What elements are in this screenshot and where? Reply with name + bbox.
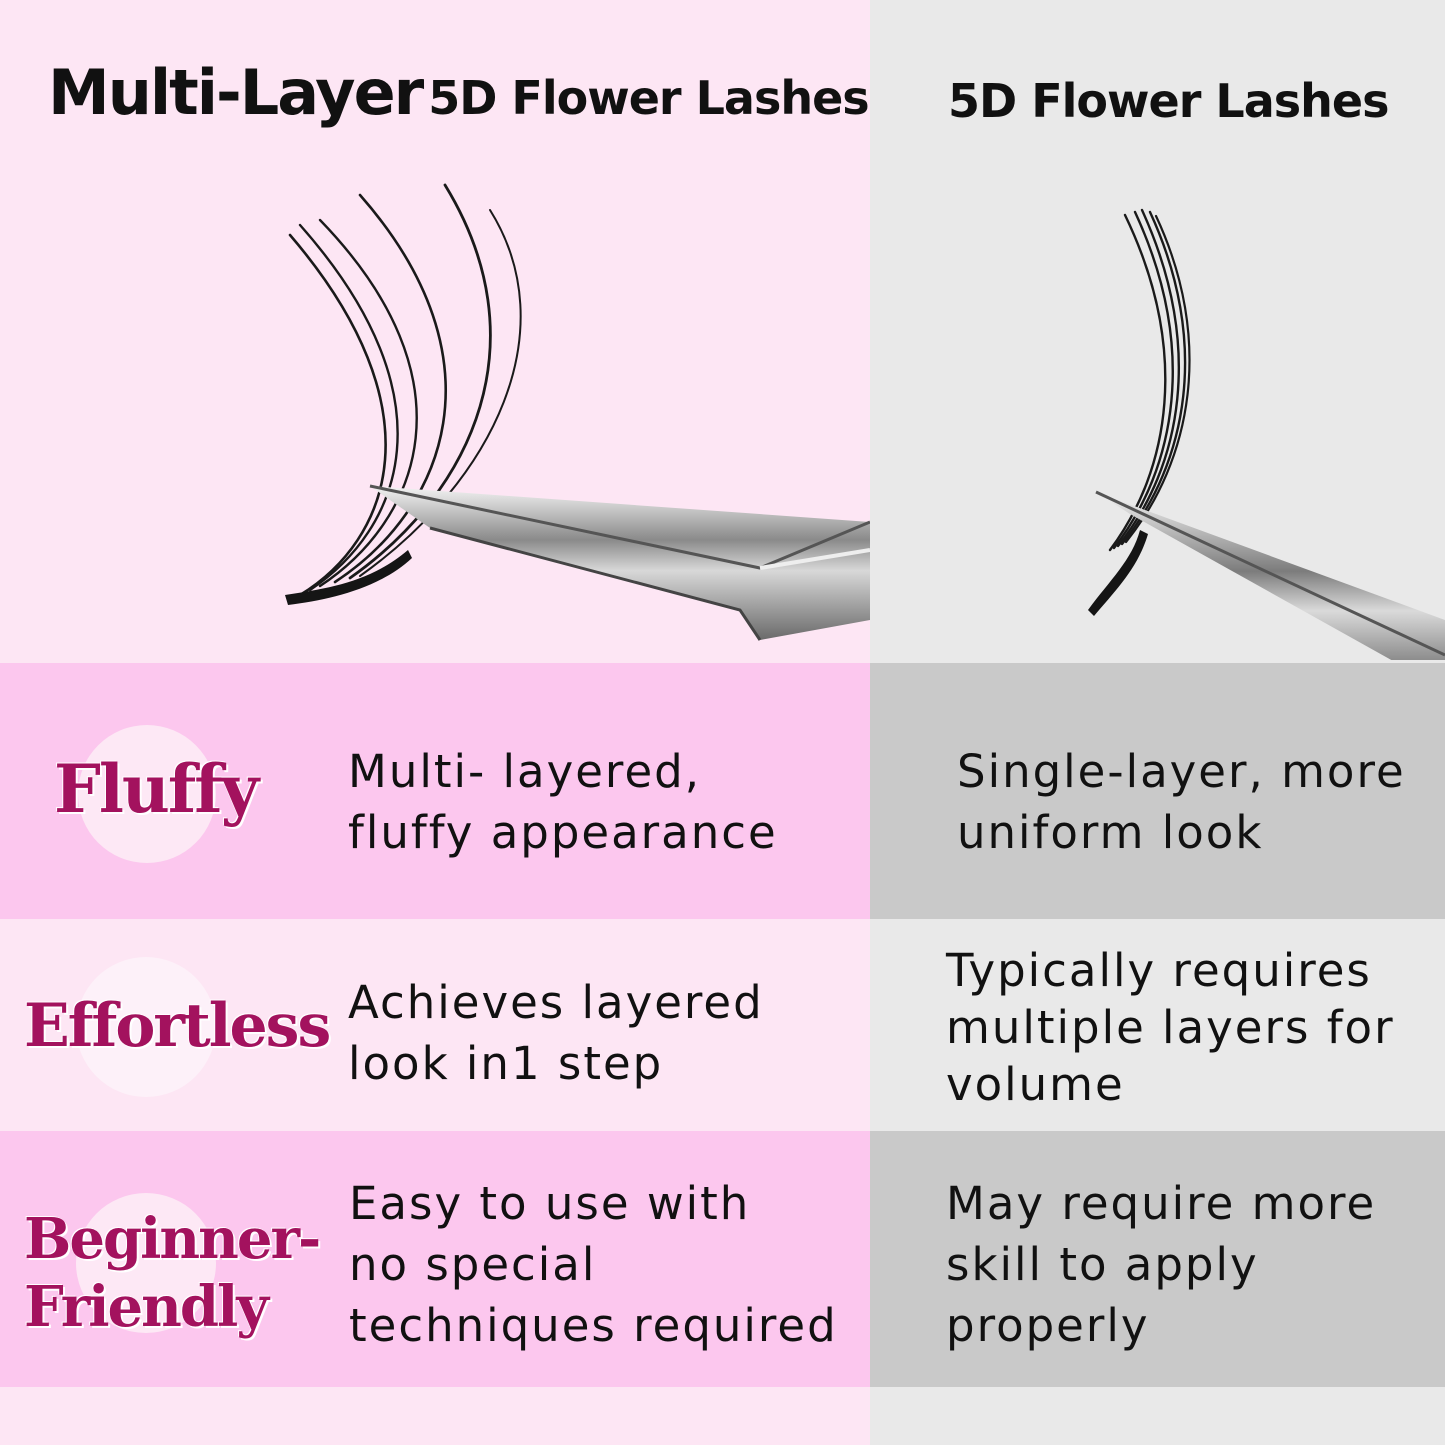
multi-layer-description: Multi- layered, fluffy appearance (348, 745, 778, 859)
feature-label: Effortless (24, 991, 331, 1061)
single-layer-lash-illustration (1088, 208, 1445, 660)
lash-base (1088, 530, 1148, 616)
comparison-row-beginner-friendly: Beginner- Friendly Easy to use with no s… (0, 1131, 1445, 1387)
lash-base (285, 550, 412, 605)
multi-layer-lash-illustration (285, 183, 870, 641)
label-circle (76, 1193, 216, 1333)
comparison-row-effortless: Effortless Achieves layered look in1 ste… (0, 919, 1445, 1131)
label-circle (78, 725, 216, 863)
title-small: 5D Flower Lashes (428, 71, 869, 125)
feature-label: Fluffy (54, 750, 259, 828)
multi-layer-description: Achieves layered look in1 step (348, 976, 764, 1090)
lash-fibers (1108, 208, 1191, 552)
lash-fibers (288, 183, 522, 597)
label-circle (76, 957, 216, 1097)
standard-title: 5D Flower Lashes (948, 74, 1389, 128)
standard-description: Single-layer, more uniform look (957, 745, 1406, 859)
comparison-row-fluffy: Fluffy Multi- layered, fluffy appearance… (0, 663, 1445, 919)
feature-label: Beginner- Friendly (24, 1206, 321, 1340)
standard-description: May require more skill to apply properly (946, 1177, 1377, 1352)
title-big: Multi-Layer (48, 56, 424, 129)
tweezers (369, 484, 870, 641)
multi-layer-description: Easy to use with no special techniques r… (349, 1177, 838, 1352)
standard-description: Typically requires multiple layers for v… (946, 944, 1395, 1111)
tweezers (1095, 490, 1445, 660)
